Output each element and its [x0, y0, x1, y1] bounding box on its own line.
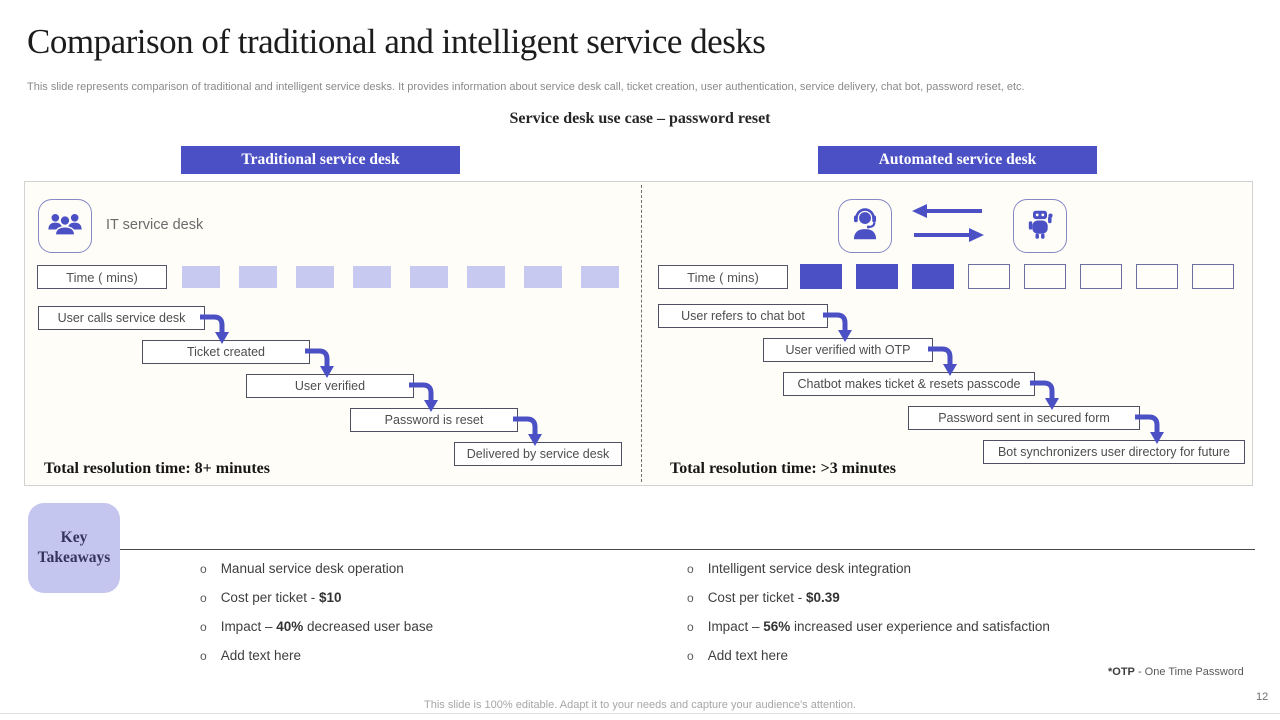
elbow-arrow-icon: [1135, 410, 1167, 451]
time-block: [1136, 264, 1178, 289]
time-block: [581, 266, 619, 288]
bullet-marker: o: [687, 620, 694, 634]
robot-icon: [1026, 207, 1054, 246]
step-box: Password sent in secured form: [908, 406, 1140, 430]
slide-subtitle: This slide represents comparison of trad…: [27, 81, 1025, 93]
step-box: Delivered by service desk: [454, 442, 622, 466]
it-service-desk-icon-box: [38, 199, 92, 253]
editable-note: This slide is 100% editable. Adapt it to…: [424, 699, 856, 711]
time-block: [182, 266, 220, 288]
use-case-heading: Service desk use case – password reset: [509, 110, 771, 127]
list-item: o Intelligent service desk integration: [687, 561, 912, 576]
list-item: o Cost per ticket - $0.39: [687, 590, 840, 605]
support-agent-icon: [848, 207, 882, 246]
bottom-rule: [0, 713, 1280, 714]
total-resolution-left: Total resolution time: 8+ minutes: [44, 460, 271, 477]
right-time-blocks: [800, 264, 1234, 289]
otp-footnote: *OTP - One Time Password: [1108, 666, 1244, 678]
exchange-arrows-icon: [908, 201, 988, 252]
time-label-left: Time ( mins): [37, 265, 167, 289]
step-box: Chatbot makes ticket & resets passcode: [783, 372, 1035, 396]
left-time-blocks: [182, 266, 619, 288]
total-resolution-right: Total resolution time: >3 minutes: [670, 460, 897, 477]
elbow-arrow-icon: [513, 412, 545, 453]
elbow-arrow-icon: [823, 308, 855, 349]
step-box: User calls service desk: [38, 306, 205, 330]
page-number: 12: [1256, 691, 1269, 703]
list-item: o Manual service desk operation: [200, 561, 404, 576]
time-block: [800, 264, 842, 289]
time-block: [912, 264, 954, 289]
elbow-arrow-icon: [1030, 376, 1062, 417]
time-label-right: Time ( mins): [658, 265, 788, 289]
list-item: o Impact – 40% decreased user base: [200, 619, 434, 634]
entity-label: IT service desk: [106, 217, 204, 233]
time-block: [1024, 264, 1066, 289]
traditional-header-banner: Traditional service desk: [181, 146, 460, 174]
list-item: o Add text here: [200, 648, 301, 663]
time-block: [296, 266, 334, 288]
list-item: o Cost per ticket - $10: [200, 590, 342, 605]
list-item: o Impact – 56% increased user experience…: [687, 619, 1050, 634]
time-block: [410, 266, 448, 288]
robot-icon-box: [1013, 199, 1067, 253]
key-takeaways-right-column: o Intelligent service desk integration o…: [687, 561, 1050, 677]
key-takeaways-badge: Key Takeaways: [28, 503, 120, 593]
time-block: [524, 266, 562, 288]
bullet-marker: o: [687, 562, 694, 576]
bullet-marker: o: [200, 620, 207, 634]
elbow-arrow-icon: [200, 310, 232, 351]
list-item: o Add text here: [687, 648, 788, 663]
bullet-marker: o: [200, 591, 207, 605]
time-block: [1192, 264, 1234, 289]
panel-divider: [641, 185, 642, 482]
step-box: Bot synchronizers user directory for fut…: [983, 440, 1245, 464]
elbow-arrow-icon: [928, 342, 960, 383]
step-box: Ticket created: [142, 340, 310, 364]
team-icon: [47, 210, 83, 243]
time-block: [968, 264, 1010, 289]
time-block: [239, 266, 277, 288]
bullet-marker: o: [687, 649, 694, 663]
bullet-marker: o: [687, 591, 694, 605]
time-block: [353, 266, 391, 288]
key-takeaways-left-column: o Manual service desk operation o Cost p…: [200, 561, 433, 677]
time-block: [467, 266, 505, 288]
bullet-marker: o: [200, 649, 207, 663]
elbow-arrow-icon: [409, 378, 441, 419]
step-box: User verified with OTP: [763, 338, 933, 362]
step-box: User refers to chat bot: [658, 304, 828, 328]
key-takeaways-divider: [120, 549, 1255, 550]
automated-header-banner: Automated service desk: [818, 146, 1097, 174]
agent-icon-box: [838, 199, 892, 253]
elbow-arrow-icon: [305, 344, 337, 385]
time-block: [1080, 264, 1122, 289]
bullet-marker: o: [200, 562, 207, 576]
time-block: [856, 264, 898, 289]
page-title: Comparison of traditional and intelligen…: [27, 22, 766, 61]
step-box: Password is reset: [350, 408, 518, 432]
